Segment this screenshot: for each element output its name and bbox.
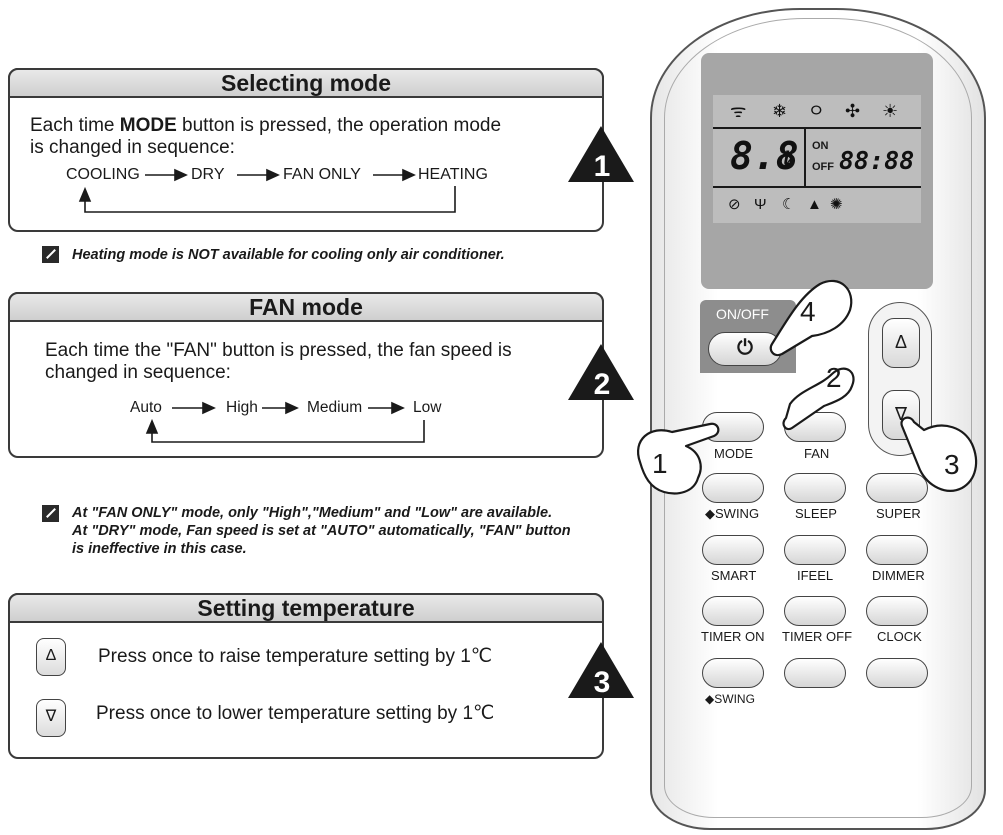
mode-button-label: MODE xyxy=(714,446,753,461)
sun-heat-icon: ☀ xyxy=(882,101,899,121)
mode-seq-dry: DRY xyxy=(191,166,225,183)
temp-up-button[interactable]: Δ xyxy=(882,318,920,368)
note-icon xyxy=(42,246,59,263)
heating-note: Heating mode is NOT available for coolin… xyxy=(72,247,505,263)
temp-down-key-icon: ∇ xyxy=(36,699,66,737)
lcd-on-label: ON xyxy=(812,140,829,152)
fan-icon: ✣ xyxy=(845,101,861,121)
lcd-clock: 88:88 xyxy=(839,146,915,175)
lcd-temp-unit: ȶ xyxy=(781,146,794,170)
sleep-button-label: SLEEP xyxy=(795,506,837,521)
turbo-icon: ✺ xyxy=(830,196,843,213)
lower-temperature-text: Press once to lower temperature setting … xyxy=(96,703,495,724)
fan-note-line1: At "FAN ONLY" mode, only "High","Medium"… xyxy=(72,505,553,521)
clock-button-label: CLOCK xyxy=(877,629,922,644)
mode-seq-cooling: COOLING xyxy=(66,166,140,183)
updown-arrow-icon: ◆ xyxy=(705,506,715,521)
smart-button[interactable] xyxy=(702,535,764,565)
callout-1: 1 xyxy=(652,448,668,479)
lcd-divider-vertical xyxy=(804,127,806,186)
dimmer-button-label: DIMMER xyxy=(872,568,925,583)
svg-text:2: 2 xyxy=(594,368,611,401)
timer-off-button-label: TIMER OFF xyxy=(782,629,853,644)
blank-button-right[interactable] xyxy=(866,658,928,688)
lcd-divider-bottom xyxy=(713,186,921,188)
step-badge-2: 2 xyxy=(568,344,634,401)
ifeel-button[interactable] xyxy=(784,535,846,565)
fan-description-line2: changed in sequence: xyxy=(45,362,231,383)
remote-inner-outline xyxy=(664,18,972,818)
step-badge-3: 3 xyxy=(568,642,634,699)
fan-button-label: FAN xyxy=(804,446,830,461)
power-icon: ⏻ xyxy=(737,337,753,359)
swing-vertical-label: ◆SWING xyxy=(705,506,760,521)
temperature-title: Setting temperature xyxy=(8,593,604,623)
mode-description-line1: Each time MODE button is pressed, the op… xyxy=(30,115,502,136)
callout-4: 4 xyxy=(800,296,816,327)
timer-on-button-label: TIMER ON xyxy=(701,629,765,644)
swing-horizontal-button[interactable] xyxy=(702,658,764,688)
fan-seq-high: High xyxy=(226,399,258,416)
blank-button-middle[interactable] xyxy=(784,658,846,688)
ifeel-button-label: IFEEL xyxy=(797,568,834,583)
mode-seq-fan-only: FAN ONLY xyxy=(283,166,361,183)
temp-up-key-icon: Δ xyxy=(36,638,66,676)
fan-seq-medium: Medium xyxy=(307,399,363,416)
sleep-button[interactable] xyxy=(784,473,846,503)
dry-drop-icon: ㅇ xyxy=(808,101,825,121)
super-button[interactable] xyxy=(866,473,928,503)
super-button-label: SUPER xyxy=(876,506,921,521)
timer-on-button[interactable] xyxy=(702,596,764,626)
raise-temperature-text: Press once to raise temperature setting … xyxy=(98,646,493,667)
svg-text:3: 3 xyxy=(594,666,611,699)
clock-button[interactable] xyxy=(866,596,928,626)
dimmer-button[interactable] xyxy=(866,535,928,565)
lcd-divider-top xyxy=(713,127,921,129)
lcd-temperature: 8.8 xyxy=(730,134,799,178)
fan-note-line2: At "DRY" mode, Fan speed is set at "AUTO… xyxy=(72,523,571,539)
mode-seq-heating: HEATING xyxy=(418,166,488,183)
fan-note-line3: is ineffective in this case. xyxy=(72,541,247,557)
lcd-screen xyxy=(713,95,921,223)
fan-sequence-arrows xyxy=(145,401,425,443)
fan-seq-auto: Auto xyxy=(130,399,162,416)
svg-text:1: 1 xyxy=(594,150,611,183)
signal-icon: Ψ xyxy=(754,196,767,213)
fan-description-line1: Each time the "FAN" button is pressed, t… xyxy=(45,340,512,361)
warning-triangle-icon: ▲ xyxy=(807,196,822,213)
callout-2: 2 xyxy=(826,362,842,393)
swing-vertical-button[interactable] xyxy=(702,473,764,503)
snowflake-icon: ❄ xyxy=(772,101,788,121)
mode-sequence-arrows xyxy=(78,168,456,213)
callout-3: 3 xyxy=(944,449,960,480)
eco-icon: ⊘ xyxy=(728,196,741,213)
timer-off-button[interactable] xyxy=(784,596,846,626)
swing-horizontal-label: ◆SWING xyxy=(705,692,755,706)
sleep-moon-icon: ☾ xyxy=(782,196,796,213)
smart-button-label: SMART xyxy=(711,568,757,583)
step-badge-1: 1 xyxy=(568,126,634,183)
mode-description-line2: is changed in sequence: xyxy=(30,137,235,158)
wifi-icon: ᯤ xyxy=(730,101,747,121)
onoff-label: ON/OFF xyxy=(716,306,769,322)
fan-seq-low: Low xyxy=(413,399,442,416)
note-icon xyxy=(42,505,59,522)
lcd-off-label: OFF xyxy=(812,161,834,173)
fan-mode-title: FAN mode xyxy=(8,292,604,322)
leftright-arrow-icon: ◆ xyxy=(705,692,715,706)
selecting-mode-title: Selecting mode xyxy=(8,68,604,98)
